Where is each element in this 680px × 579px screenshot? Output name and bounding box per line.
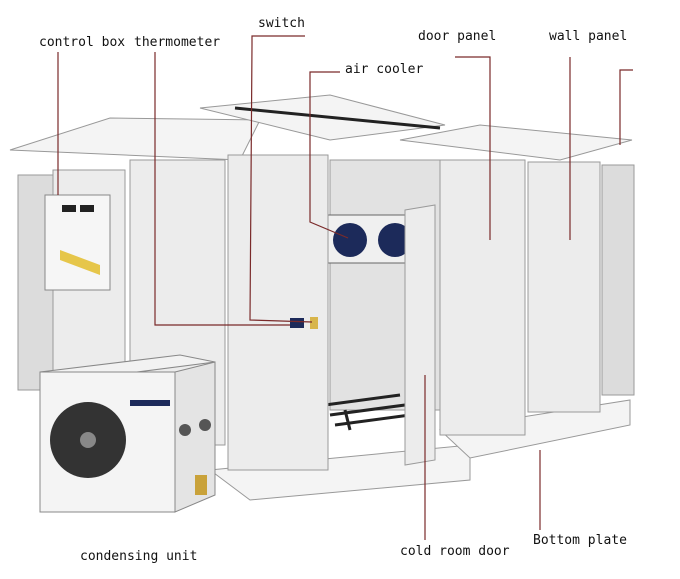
control-box <box>44 194 111 291</box>
leader-lines <box>57 35 633 540</box>
wall-panel <box>527 161 601 413</box>
label-door-panel: door panel <box>418 29 496 44</box>
wall-panel <box>601 164 635 396</box>
label-air-cooler: air cooler <box>345 62 423 77</box>
door-frame-panel <box>227 154 329 471</box>
door-panel <box>439 159 526 436</box>
roof-panel <box>9 117 261 161</box>
thermometer-device <box>290 318 304 328</box>
roof-panel <box>399 124 633 161</box>
fan-icon <box>378 223 412 257</box>
label-condensing-unit: condensing unit <box>80 549 197 564</box>
label-cold-room-door: cold room door <box>400 544 510 559</box>
floor-rack <box>324 393 411 431</box>
fan-icon <box>333 223 367 257</box>
roof-seam <box>234 106 441 130</box>
label-bottom-plate: Bottom plate <box>533 533 627 548</box>
cold-room-door <box>404 204 436 466</box>
switch-device <box>310 317 318 329</box>
label-switch: switch <box>258 16 305 31</box>
condensing-unit <box>39 354 216 513</box>
label-control-box: control box <box>39 35 125 50</box>
label-wall-panel: wall panel <box>549 29 627 44</box>
label-thermometer: thermometer <box>134 35 220 50</box>
